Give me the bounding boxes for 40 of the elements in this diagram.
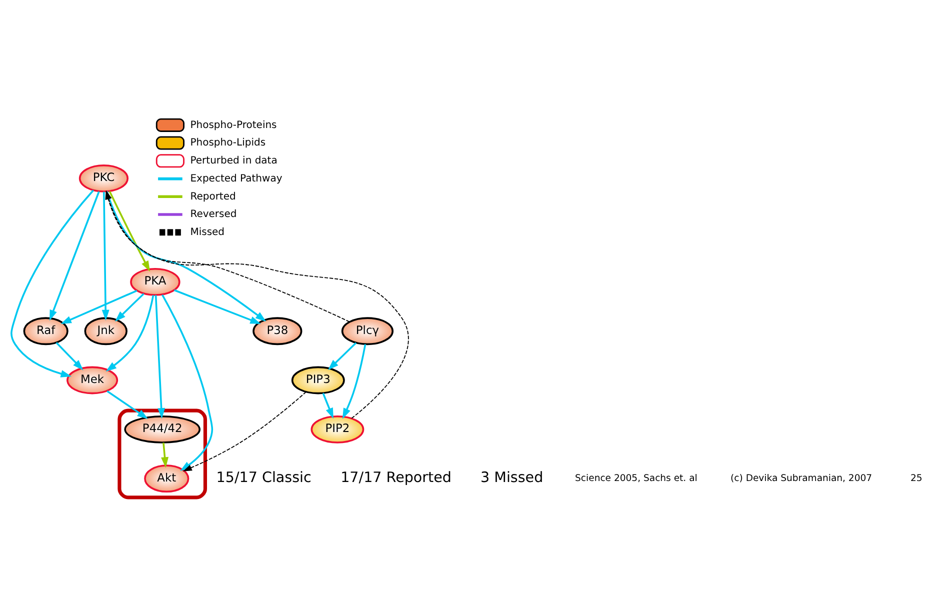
label: 3 Missed (480, 470, 544, 486)
label: 15/17 Classic (216, 470, 312, 486)
node-ellipse: P44/42 (124, 414, 200, 443)
legend-label: Missed (190, 226, 225, 238)
legend-label: Phospho-Proteins (190, 119, 277, 130)
legend-label: Expected Pathway (190, 172, 282, 184)
legend-label: Reversed (190, 208, 237, 220)
node-ellipse: PKA (130, 268, 180, 296)
node-ellipse: Mek (66, 366, 118, 394)
node-ellipse: Jnk (84, 316, 128, 345)
arrow (154, 294, 166, 418)
arrow (106, 390, 148, 418)
label: 17/17 Reported (340, 470, 452, 486)
legend-label: Phospho-Lipids (190, 137, 266, 148)
node-ellipse: Raf (23, 316, 68, 345)
node-ellipse: P38 (252, 316, 302, 345)
arrow (106, 294, 154, 372)
node-ellipse: Akt (144, 464, 190, 492)
arrow (174, 288, 261, 324)
arrow (161, 442, 169, 468)
arrow (50, 190, 100, 320)
legend-label: Reported (190, 190, 236, 202)
arrow (102, 191, 110, 320)
label: Science 2005, Sachs et. al (575, 472, 698, 484)
node-ellipse: PIP3 (291, 366, 345, 394)
node-ellipse: Plcγ (341, 316, 394, 345)
node-ellipse: PIP2 (310, 414, 364, 443)
arrow (56, 342, 84, 370)
arrow (60, 289, 138, 324)
arrow (322, 392, 334, 418)
label: (c) Devika Subramanian, 2007 (730, 472, 872, 484)
arrow (108, 190, 150, 272)
arrow (342, 344, 366, 418)
arrow (182, 390, 307, 471)
arrow (114, 292, 144, 322)
node-ellipse: PKC (78, 164, 129, 192)
arrow (10, 189, 94, 377)
legend-label: Perturbed in data (190, 155, 278, 166)
label: 25 (910, 472, 922, 484)
arrow (328, 342, 357, 370)
